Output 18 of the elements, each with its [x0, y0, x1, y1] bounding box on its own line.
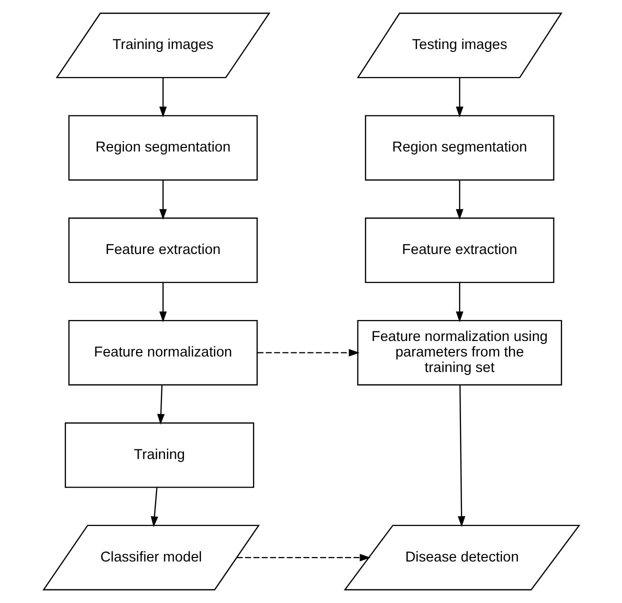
- arrow: [158, 180, 166, 220]
- arrow: [457, 385, 465, 527]
- arrow: [158, 282, 166, 322]
- arrow: [455, 78, 463, 118]
- node-box: Feature normalization using parameters from the training set: [356, 320, 562, 386]
- node-box: Feature normalization: [68, 320, 258, 386]
- node-box: Training: [64, 422, 254, 488]
- node-box: Region segmentation: [364, 115, 554, 181]
- node-box: Feature extraction: [364, 218, 554, 284]
- node-box: Region segmentation: [68, 115, 258, 181]
- arrow: [156, 385, 164, 425]
- arrow: [455, 282, 463, 322]
- arrow: [256, 348, 360, 356]
- arrow: [158, 78, 166, 118]
- arrow: [150, 487, 158, 528]
- arrow: [236, 554, 370, 562]
- arrow: [455, 180, 463, 220]
- node-box: Feature extraction: [68, 218, 258, 284]
